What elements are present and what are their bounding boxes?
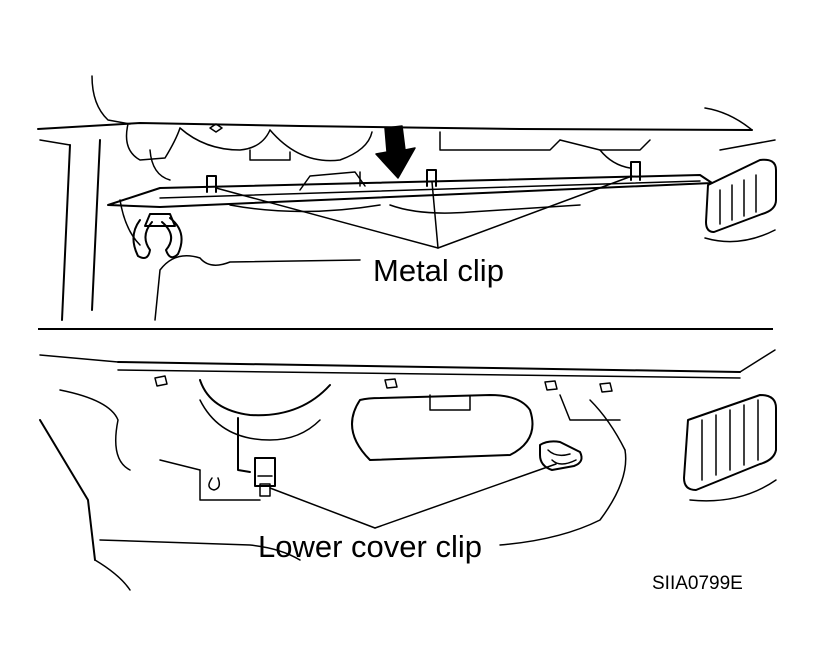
lower-cover-clip-label: Lower cover clip bbox=[258, 529, 482, 564]
lower-cover-panel bbox=[107, 174, 713, 208]
bottom-panel: Lower cover clip SIIA0799E bbox=[39, 349, 777, 594]
dash-upper-edge bbox=[37, 122, 753, 131]
leader-metal-clip-3 bbox=[437, 175, 633, 249]
metal-clip-label: Metal clip bbox=[373, 253, 504, 288]
side-vent-top bbox=[704, 139, 777, 243]
metal-clip-2 bbox=[426, 169, 437, 187]
spring-clip bbox=[132, 219, 153, 259]
left-pillar bbox=[61, 144, 71, 321]
leader-lower-cover-clip-1 bbox=[269, 487, 376, 529]
duct bbox=[351, 394, 534, 461]
metal-clip-1 bbox=[206, 175, 217, 193]
lower-cover-clip-left bbox=[254, 457, 276, 497]
leader-metal-clip-2 bbox=[431, 181, 439, 249]
metal-clip-3 bbox=[630, 161, 641, 181]
lower-cover-clip-right bbox=[539, 440, 583, 471]
leader-lower-cover-clip-2 bbox=[374, 463, 557, 529]
dash-lower-edge bbox=[117, 361, 741, 373]
leader-metal-clip-1 bbox=[215, 187, 439, 249]
push-down-arrow-icon bbox=[375, 125, 416, 179]
figure-code: SIIA0799E bbox=[652, 573, 743, 594]
side-vent-bottom bbox=[683, 394, 777, 502]
top-panel: Metal clip bbox=[37, 75, 777, 321]
